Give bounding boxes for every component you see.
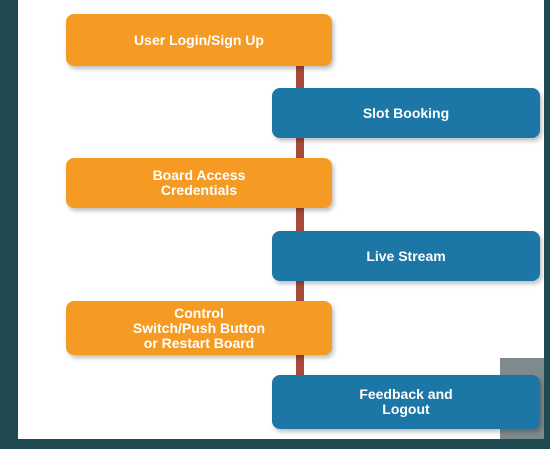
- connector-4: [296, 281, 304, 303]
- step-label: Control Switch/Push Button or Restart Bo…: [132, 304, 266, 351]
- connector-2: [296, 138, 304, 160]
- connector-5: [296, 353, 304, 375]
- bottom-strip: [18, 439, 550, 449]
- right-edge: [544, 0, 550, 449]
- connector-3: [296, 207, 304, 233]
- step-board-access: Board Access Credentials: [66, 158, 332, 208]
- diagram-panel: [18, 0, 550, 449]
- step-user-login: User Login/Sign Up: [66, 14, 332, 66]
- step-label: Slot Booking: [362, 104, 450, 121]
- step-label: Board Access Credentials: [152, 167, 246, 198]
- step-label: Live Stream: [366, 247, 446, 264]
- step-control: Control Switch/Push Button or Restart Bo…: [66, 301, 332, 355]
- step-label: Feedback and Logout: [359, 386, 453, 417]
- step-live-stream: Live Stream: [272, 231, 540, 281]
- step-slot-booking: Slot Booking: [272, 88, 540, 138]
- connector-1: [296, 66, 304, 90]
- step-feedback-logout: Feedback and Logout: [272, 375, 540, 429]
- step-label: User Login/Sign Up: [134, 31, 264, 48]
